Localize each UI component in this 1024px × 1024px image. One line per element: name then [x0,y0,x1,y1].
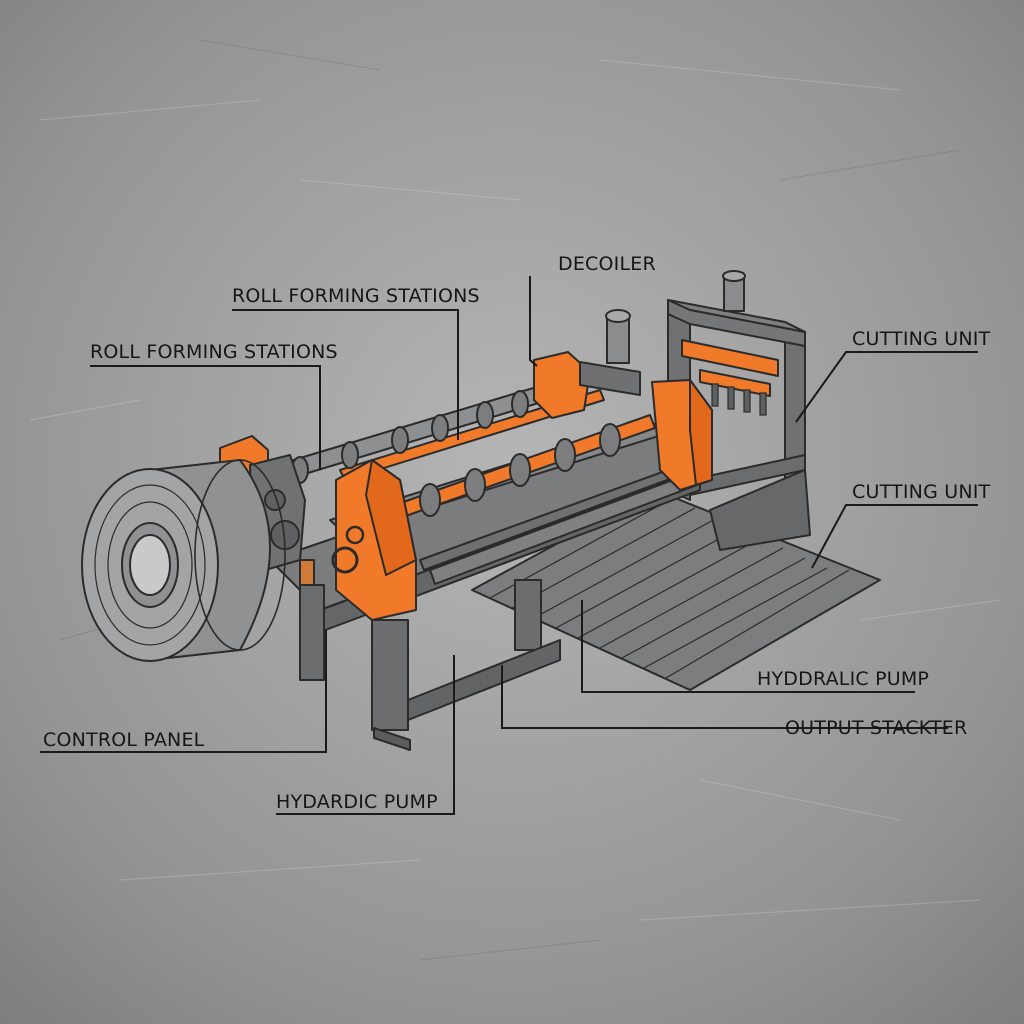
leader-lines [40,276,978,815]
label-decoiler: DECOILER [558,253,656,275]
label-cutting-unit-right: CUTTING UNIT [852,481,991,503]
label-roll-forming-stations-left: ROLL FORMING STATIONS [90,341,338,363]
press-column [579,309,641,396]
label-hydraulic-pump-bottom: HYDARDIC PUMP [276,791,438,813]
labels: DECOILER ROLL FORMING STATIONS ROLL FORM… [43,253,991,813]
label-control-panel: CONTROL PANEL [43,729,205,751]
steel-coil [81,459,286,662]
label-hydraulic-pump-right: HYDDRALIC PUMP [757,668,929,690]
label-roll-forming-stations-top: ROLL FORMING STATIONS [232,285,480,307]
label-output-stacker: OUTPUT STACKTER [785,717,967,739]
label-cutting-unit-top: CUTTING UNIT [852,328,991,350]
